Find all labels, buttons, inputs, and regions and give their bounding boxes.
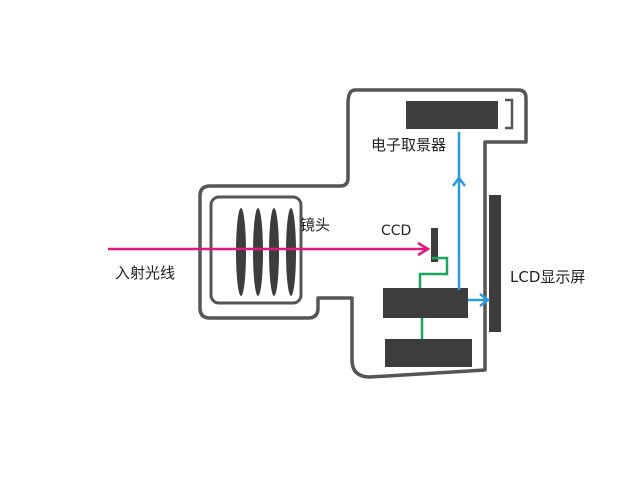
lens-element-2 xyxy=(253,208,263,296)
lcd-screen xyxy=(489,195,501,332)
lcd-arrow-head xyxy=(479,293,491,307)
viewfinder-display xyxy=(406,101,498,129)
processor-block xyxy=(383,288,468,318)
ccd-label: CCD xyxy=(381,223,412,239)
ccd-sensor xyxy=(431,228,438,262)
lens-element-1 xyxy=(236,208,246,296)
lens-label: 镜头 xyxy=(300,216,331,234)
viewfinder-arrow-head xyxy=(452,175,466,187)
light-ray-arrow-head xyxy=(417,241,431,257)
lcd-screen-label: LCD显示屏 xyxy=(510,268,586,286)
incident-light-label: 入射光线 xyxy=(115,264,176,282)
ccd-signal-line xyxy=(418,256,449,288)
lens-element-4 xyxy=(286,208,296,296)
storage-block xyxy=(385,339,472,367)
camera-body-outline xyxy=(337,100,345,148)
camera-body xyxy=(198,88,528,379)
eyepiece-slot xyxy=(505,98,514,130)
viewfinder-label: 电子取景器 xyxy=(371,136,447,154)
lens-element-3 xyxy=(269,208,279,296)
